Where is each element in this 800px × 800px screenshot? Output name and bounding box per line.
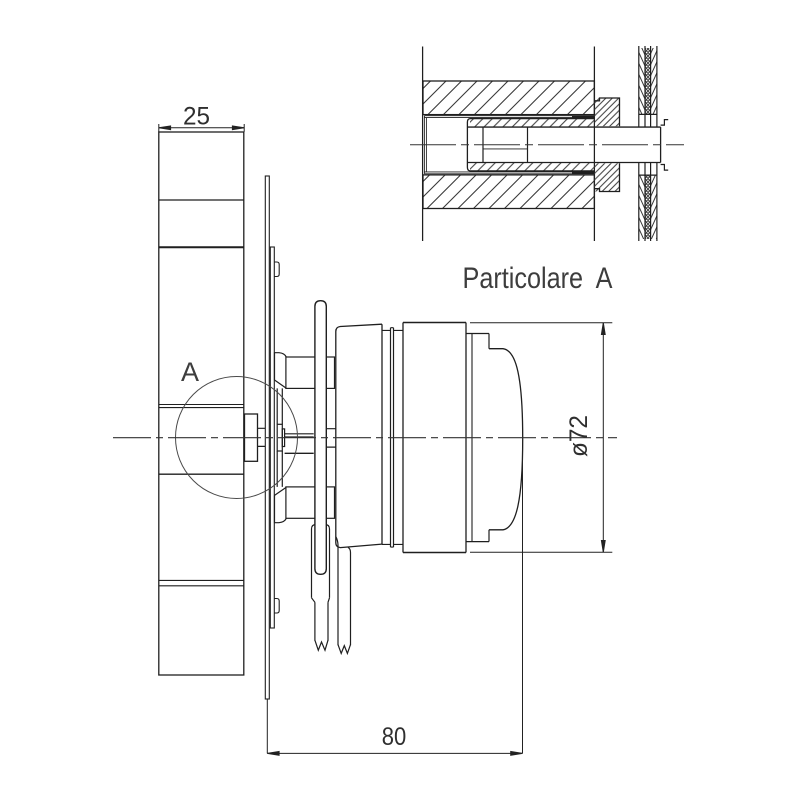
detail-wall-upper-section bbox=[422, 80, 596, 116]
motor-body bbox=[335, 321, 524, 554]
dim72-text: ø72 bbox=[565, 415, 593, 457]
wire2-break bbox=[337, 643, 352, 656]
dimension-25: 25 bbox=[158, 103, 245, 132]
detail-marker: A bbox=[175, 357, 298, 499]
screw-head-top bbox=[274, 261, 280, 278]
motor-front-housing bbox=[335, 323, 383, 549]
detail-plate-cross-lines bbox=[638, 113, 657, 176]
detail-flange-outline bbox=[594, 97, 621, 193]
detail-bushing bbox=[466, 97, 621, 193]
terminal-sleeve-taper bbox=[311, 597, 331, 603]
detail-plate-right-hatch-bottom bbox=[650, 175, 657, 239]
detail-recess-liner bbox=[423, 115, 594, 175]
wall-panel-outline bbox=[158, 131, 245, 676]
support-rod-outline bbox=[314, 299, 327, 576]
motor-cap-flange-edges bbox=[466, 332, 489, 543]
wire1-sides bbox=[314, 602, 329, 641]
dim80-extension-lines bbox=[266, 447, 523, 754]
detail-liner-horizontals bbox=[424, 115, 594, 175]
wall-panel-hole-upper-lines bbox=[158, 403, 244, 409]
detail-marker-label: A bbox=[181, 357, 199, 387]
detail-shaft-top-bottom bbox=[467, 126, 661, 164]
detail-caption: Particolare A bbox=[463, 262, 613, 295]
motor-rear-dome bbox=[489, 348, 524, 531]
dim25-arrow-left bbox=[158, 125, 172, 131]
dim72-arrow-bottom bbox=[600, 540, 606, 553]
detail-shaft-clips bbox=[660, 119, 669, 171]
motor-groove-band1-edges bbox=[382, 329, 391, 545]
detail-plate-lines-bottom bbox=[638, 162, 658, 241]
wire1-break bbox=[314, 640, 329, 652]
motor-main-body-top-bottom bbox=[403, 321, 466, 554]
detail-plate-seam-hatch-bottom bbox=[645, 175, 651, 239]
bell-lower-tab-slant bbox=[274, 486, 287, 496]
wire2-sides bbox=[335, 536, 352, 646]
bell-upper-tab-slant bbox=[274, 379, 287, 389]
detail-bushing-lower-wall-hatch bbox=[470, 162, 595, 171]
wall-panel-bottom-lines bbox=[158, 579, 244, 587]
shaft-collar bbox=[326, 428, 336, 448]
dimension-diameter: ø72 bbox=[470, 322, 613, 553]
detail-plate-lines-top bbox=[638, 46, 658, 127]
dim25-text: 25 bbox=[183, 103, 210, 131]
bell-upper-tab bbox=[273, 352, 287, 380]
main-view: A bbox=[113, 131, 617, 700]
detail-view: Particolare A bbox=[410, 46, 684, 295]
dim25-arrow-right bbox=[231, 125, 245, 131]
dimension-80: 80 bbox=[266, 447, 523, 756]
detail-plate-left-hatch-top bbox=[638, 48, 645, 115]
motor-groove-band2-edges bbox=[393, 329, 403, 545]
detail-wall bbox=[421, 46, 596, 241]
shaft-thin-rod bbox=[284, 433, 314, 438]
detail-plate-left-hatch-bottom bbox=[638, 175, 645, 239]
bell-lower-tab bbox=[273, 495, 287, 524]
motor-shaft bbox=[284, 428, 336, 454]
detail-plate-right-hatch-top bbox=[650, 48, 657, 115]
screw-head-bottom bbox=[274, 597, 280, 614]
wall-panel bbox=[158, 131, 245, 676]
bell-struts bbox=[276, 388, 283, 487]
support-rod bbox=[314, 299, 327, 576]
detail-flange-upper-hatch bbox=[594, 98, 620, 127]
detail-plate-seam-hatch-top bbox=[645, 48, 651, 115]
dim80-arrow-left bbox=[267, 750, 280, 756]
detail-flange-lower-hatch bbox=[594, 163, 620, 192]
detail-liner-crimp bbox=[572, 115, 594, 174]
detail-bushing-upper-wall-hatch bbox=[470, 118, 595, 127]
dim72-extension-lines bbox=[470, 322, 613, 553]
dimensions: 25 80 ø72 bbox=[158, 103, 613, 756]
dim72-arrow-top bbox=[600, 322, 606, 335]
bell-lower-window bbox=[285, 486, 336, 519]
detail-wall-lower-section bbox=[422, 174, 596, 210]
detail-thin-plates bbox=[638, 46, 658, 241]
shaft-segment-at-flange bbox=[257, 427, 266, 447]
bell-upper-window bbox=[285, 356, 336, 389]
dim80-text: 80 bbox=[382, 723, 407, 751]
dim80-arrow-right bbox=[510, 750, 523, 756]
